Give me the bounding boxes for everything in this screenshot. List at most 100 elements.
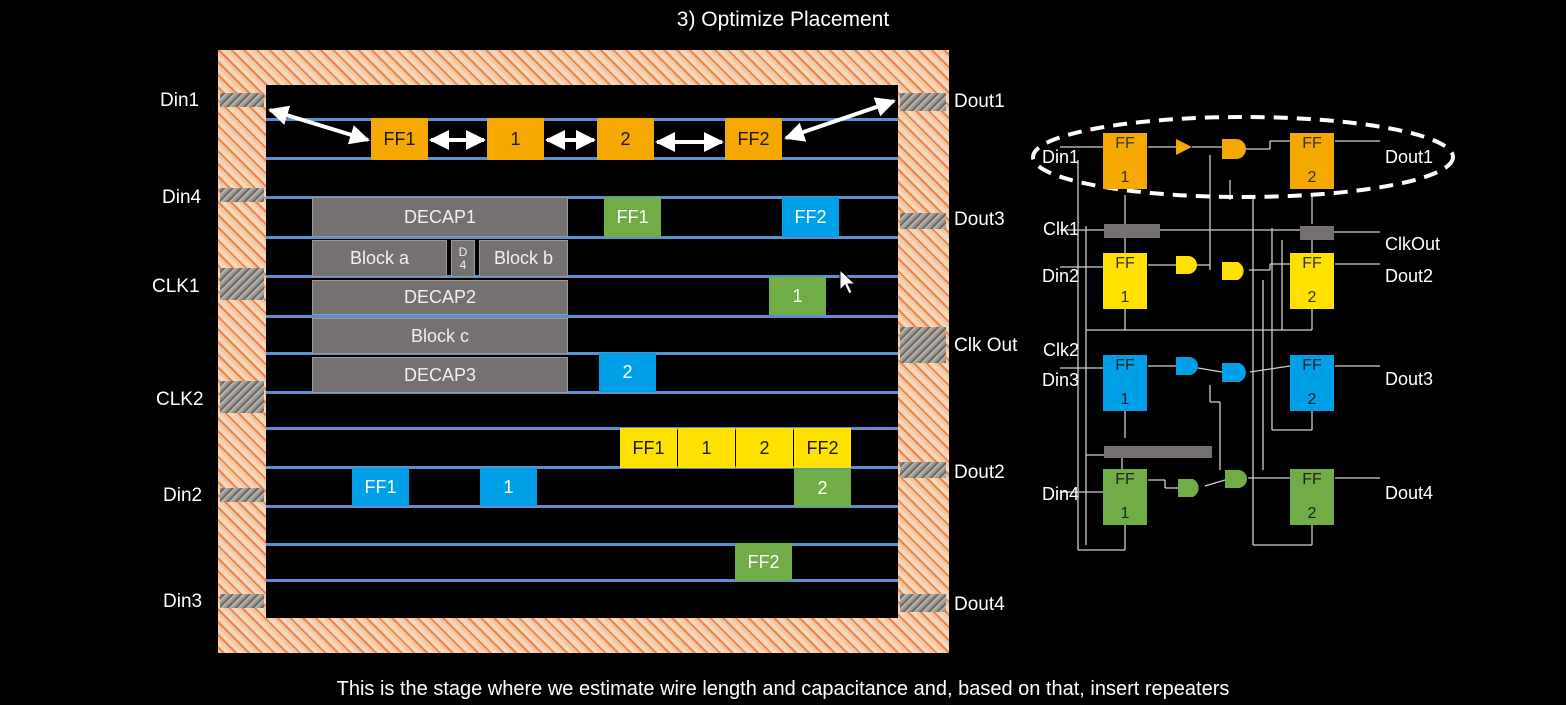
block-decap3: DECAP3 [312, 357, 568, 393]
pin-label-clk2: CLK2 [156, 389, 204, 410]
pad-dout3 [900, 213, 946, 229]
block-a: Block a [312, 240, 447, 277]
cell-blue-2: 2 [599, 353, 656, 392]
sch-ff-yellow-2: FF 2 [1290, 253, 1334, 309]
sch-ff-number: 1 [1120, 505, 1130, 522]
cell-green-1: 1 [769, 277, 826, 315]
block-decap2-label: DECAP2 [403, 287, 477, 307]
sch-label-dout2: Dout2 [1385, 266, 1434, 286]
cell-green-ff2: FF2 [735, 543, 792, 581]
sch-label-clk2: Clk2 [1043, 340, 1080, 360]
pad-din4 [220, 188, 264, 202]
pin-label-dout4: Dout4 [954, 594, 1005, 615]
pin-label-dout1: Dout1 [954, 91, 1005, 112]
sch-label-clkout: ClkOut [1385, 234, 1441, 254]
sch-ff-label: FF [1302, 255, 1322, 272]
clock-buffer-icon [1104, 446, 1212, 458]
and-gate-icon [1222, 262, 1244, 280]
sch-label-din3: Din3 [1042, 370, 1080, 390]
pad-din3 [220, 594, 264, 608]
sch-ff-blue-2: FF 2 [1290, 355, 1334, 411]
sch-ff-number: 2 [1307, 169, 1317, 186]
sch-label-dout3: Dout3 [1385, 369, 1434, 389]
block-decap1: DECAP1 [312, 197, 568, 237]
pin-label-clk-out: Clk Out [954, 335, 1018, 356]
block-a-label: Block a [349, 248, 410, 268]
pad-din2 [220, 488, 264, 502]
pin-label-din2: Din2 [163, 485, 203, 506]
cell-yellow-ff2: FF2 [794, 428, 851, 468]
cell-row-line [266, 236, 898, 239]
pad-dout2 [900, 462, 946, 478]
pin-label-din1: Din1 [160, 90, 200, 111]
pad-clk1 [220, 268, 264, 300]
clock-buffer-icon [1300, 226, 1334, 240]
cell-row-line [266, 466, 898, 469]
pin-label-dout3: Dout3 [954, 209, 1005, 230]
sch-label-din1: Din1 [1042, 147, 1080, 167]
mouse-cursor-icon [839, 268, 857, 295]
sch-ff-label: FF [1115, 471, 1135, 488]
sch-ff-number: 1 [1120, 391, 1130, 408]
sch-ff-number: 2 [1307, 391, 1317, 408]
sch-label-dout4: Dout4 [1385, 483, 1434, 503]
and-gate-icon [1176, 357, 1198, 375]
cell-orange-2: 2 [597, 118, 654, 160]
sch-ff-orange-1: FF 1 [1103, 133, 1147, 189]
cell-blue-ff2: FF2 [782, 197, 839, 237]
cell-row-line [266, 352, 898, 355]
cell-yellow-2: 2 [736, 428, 793, 468]
cell-blue-ff1: FF1 [352, 468, 409, 506]
sch-ff-label: FF [1302, 471, 1322, 488]
block-d4-bottom-label: 4 [459, 257, 467, 272]
sch-ff-number: 1 [1120, 289, 1130, 306]
cell-row-line [266, 275, 898, 278]
block-c: Block c [312, 318, 568, 354]
sch-ff-green-1: FF 1 [1103, 469, 1147, 525]
sch-ff-label: FF [1115, 357, 1135, 374]
highlight-ellipse [1031, 115, 1455, 199]
sch-ff-number: 1 [1120, 169, 1130, 186]
pin-label-din4: Din4 [162, 187, 202, 208]
sch-ff-label: FF [1302, 357, 1322, 374]
cell-row-line [266, 505, 898, 508]
slide-title: 3) Optimize Placement [676, 8, 890, 31]
and-gate-icon [1176, 256, 1197, 274]
sch-label-din4: Din4 [1042, 484, 1080, 504]
block-b: Block b [479, 240, 568, 277]
sch-label-dout1: Dout1 [1385, 147, 1434, 167]
schematic-wires [1060, 140, 1380, 551]
buffer-icon [1176, 139, 1192, 155]
schematic-gates [1104, 139, 1334, 497]
arrow-din1-ff1 [268, 105, 370, 145]
block-decap3-label: DECAP3 [403, 364, 477, 385]
block-c-label: Block c [410, 325, 470, 346]
cell-row-line [266, 196, 898, 199]
cell-orange-1: 1 [487, 118, 544, 160]
block-decap1-label: DECAP1 [403, 206, 477, 227]
cell-orange-ff2: FF2 [725, 118, 782, 160]
pad-din1 [220, 93, 264, 107]
pad-clk-out [900, 327, 946, 363]
block-d4-top-label: D [458, 244, 468, 259]
cell-green-2: 2 [794, 469, 851, 507]
sch-ff-number: 2 [1307, 289, 1317, 306]
cell-row-line [266, 543, 898, 546]
cell-green-ff1: FF1 [604, 197, 661, 237]
cell-row-line [266, 315, 898, 318]
slide-caption: This is the stage where we estimate wire… [336, 678, 1230, 700]
cell-yellow-ff1: FF1 [620, 428, 677, 468]
pin-label-din3: Din3 [163, 591, 203, 612]
arrow-ff2-dout1 [784, 97, 896, 142]
pin-label-clk1: CLK1 [152, 276, 200, 297]
block-decap2: DECAP2 [312, 280, 568, 315]
sch-ff-label: FF [1115, 135, 1135, 152]
sch-ff-blue-1: FF 1 [1103, 355, 1147, 411]
cell-row-line [266, 391, 898, 394]
cell-row-line [266, 118, 898, 121]
pad-clk2 [220, 381, 264, 413]
